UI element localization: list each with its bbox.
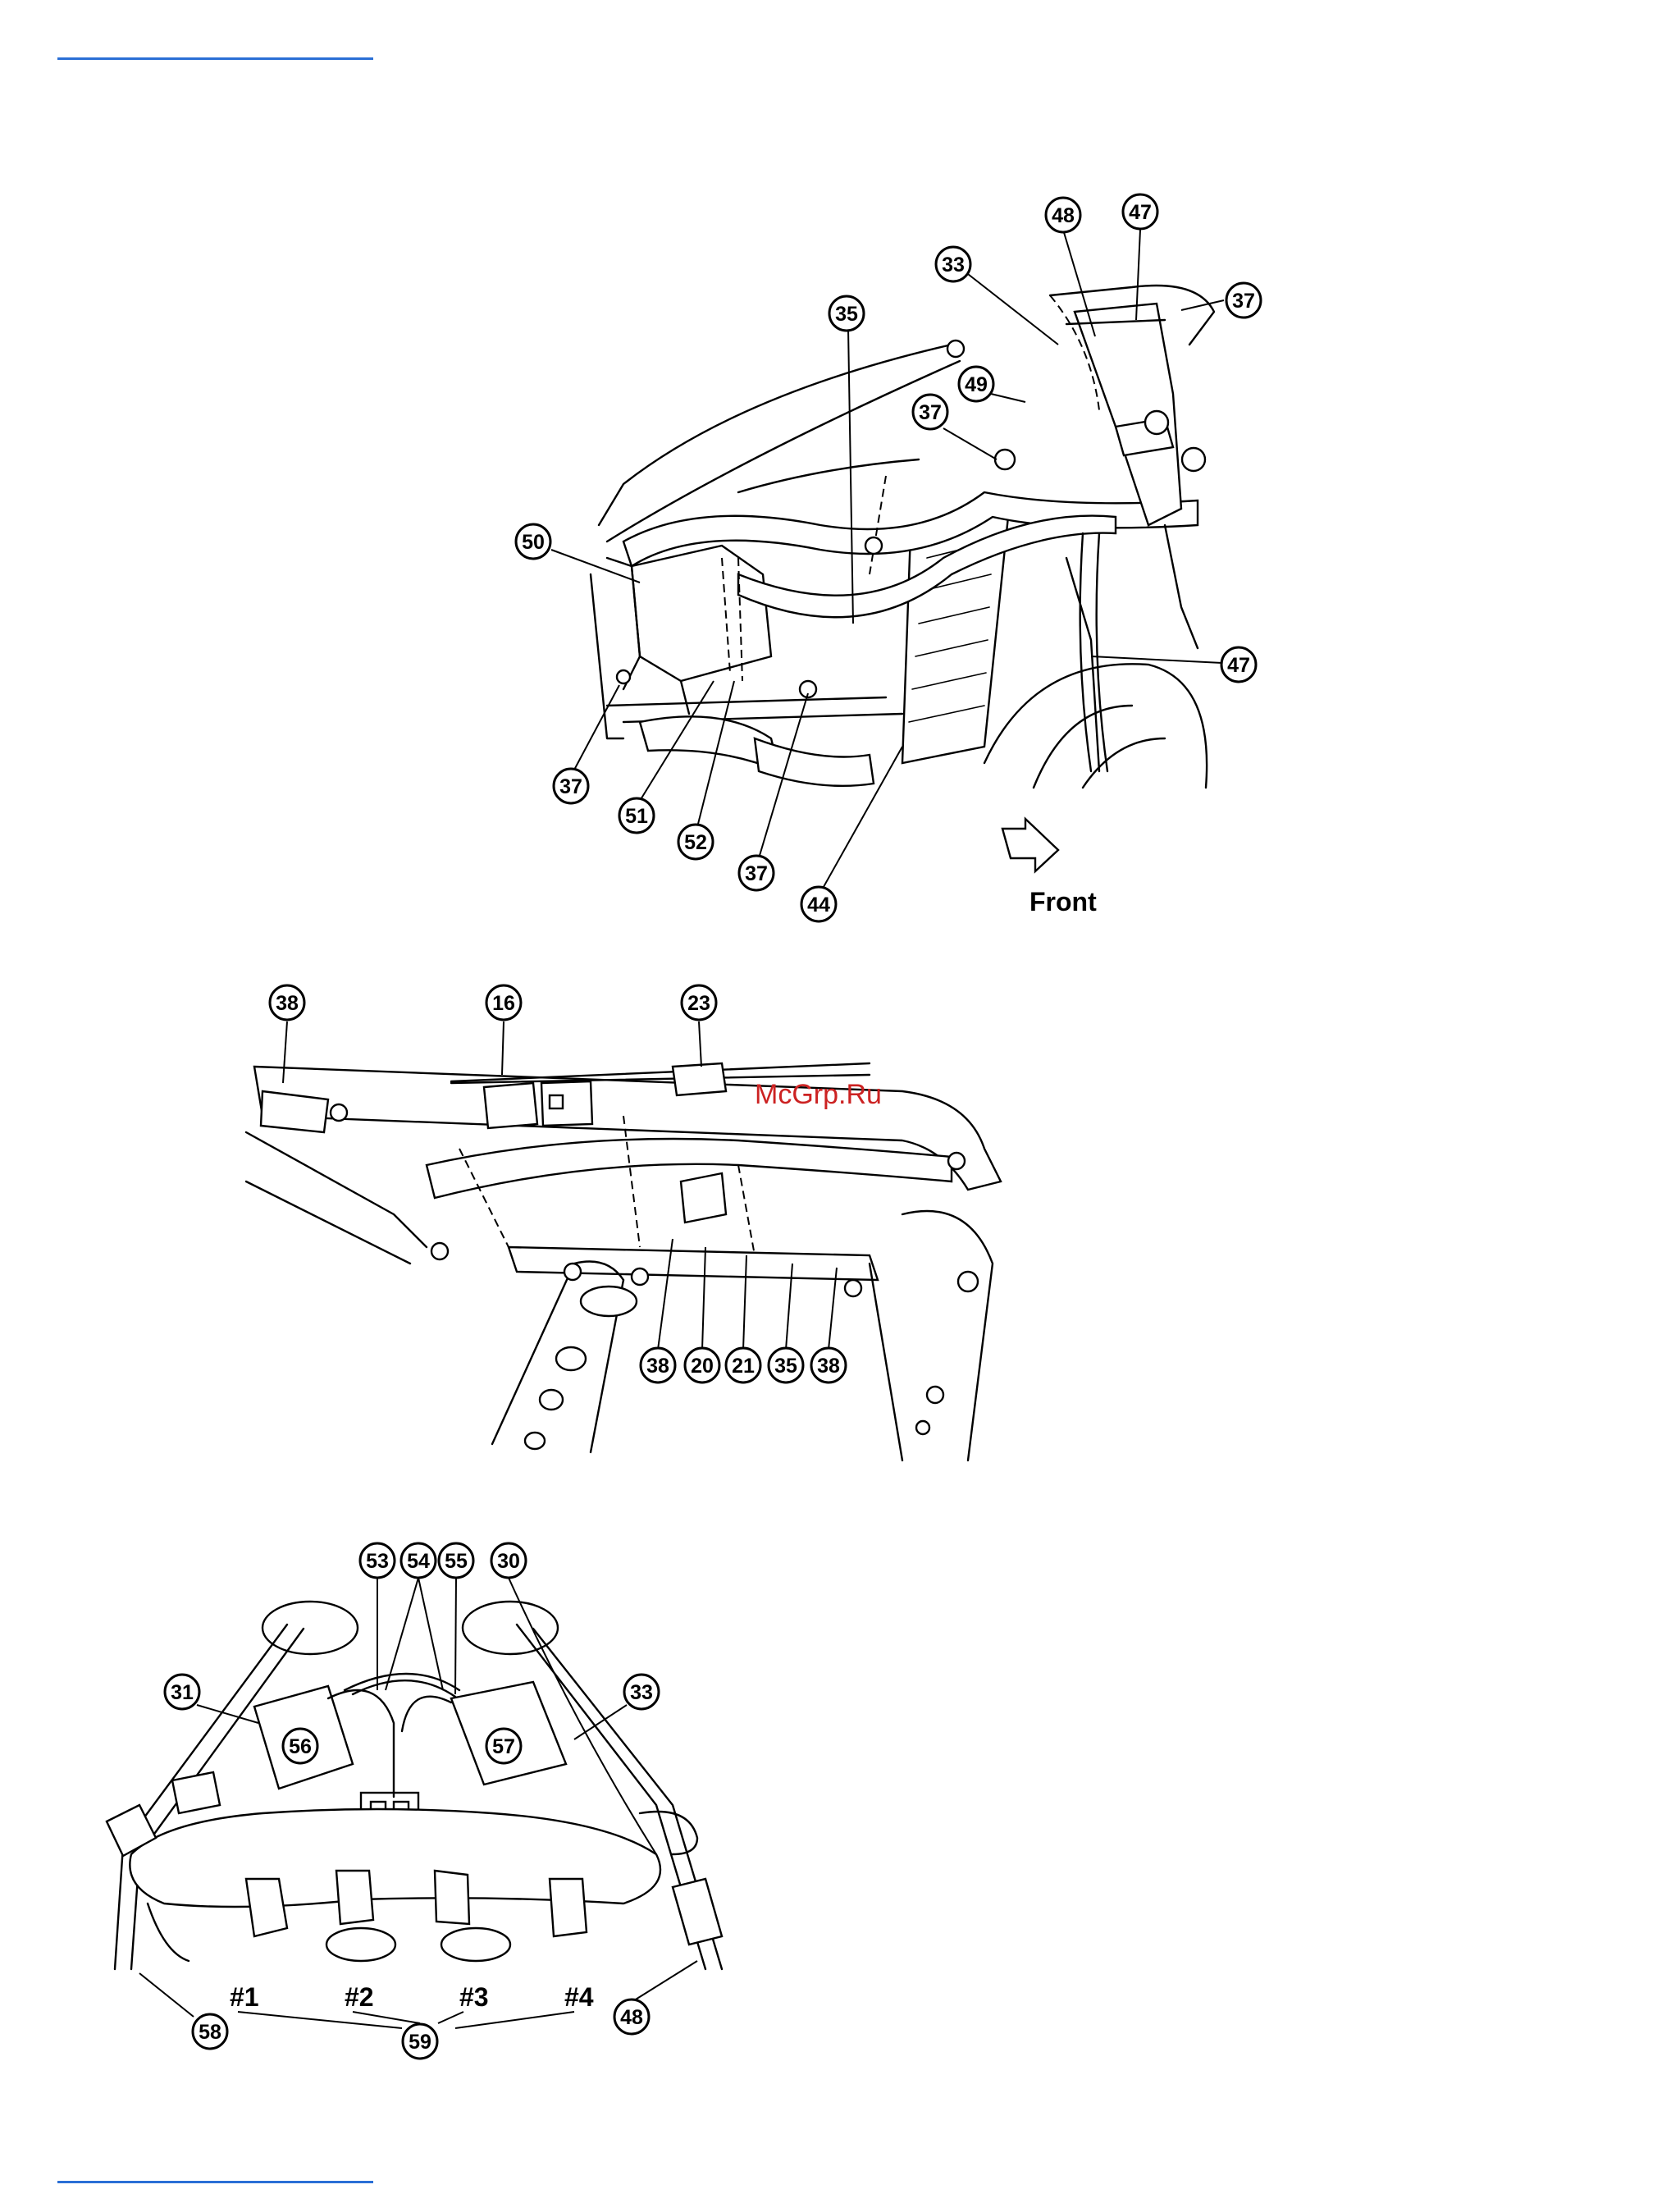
svg-text:37: 37 [919,401,942,424]
svg-text:31: 31 [171,1681,194,1704]
callout-20: 20 [685,1348,719,1382]
svg-text:38: 38 [817,1355,840,1378]
svg-text:35: 35 [835,303,858,326]
svg-text:53: 53 [366,1550,389,1573]
callout-38: 38 [641,1348,675,1382]
cylinder-label-4: #4 [564,1982,594,2012]
callout-56: 56 [283,1729,317,1763]
svg-text:49: 49 [965,373,988,396]
callout-48: 48 [614,1999,649,2034]
svg-text:33: 33 [942,254,965,276]
callout-38: 38 [270,985,304,1020]
callout-33: 33 [936,247,970,281]
callout-33: 33 [624,1675,659,1709]
callout-37: 37 [554,769,588,803]
svg-text:37: 37 [559,775,582,798]
callout-54: 54 [401,1543,436,1578]
upper-figure: Front 48 47 33 37 35 49 [516,194,1261,921]
callout-59: 59 [403,2024,437,2059]
svg-text:23: 23 [687,992,710,1015]
callout-35: 35 [769,1348,803,1382]
callout-37: 37 [739,856,774,890]
svg-text:56: 56 [289,1735,312,1758]
svg-text:16: 16 [492,992,515,1015]
callout-37: 37 [913,395,947,429]
cylinder-label-1: #1 [230,1982,259,2012]
svg-text:33: 33 [630,1681,653,1704]
callout-35: 35 [829,296,864,331]
svg-text:37: 37 [1232,290,1255,313]
callout-53: 53 [360,1543,395,1578]
callout-47: 47 [1123,194,1157,229]
svg-text:57: 57 [492,1735,515,1758]
callout-52: 52 [678,825,713,859]
front-arrow-icon [1002,819,1058,871]
svg-text:59: 59 [409,2031,431,2054]
svg-text:50: 50 [522,531,545,554]
svg-text:44: 44 [807,893,830,916]
callout-50: 50 [516,524,550,559]
svg-text:55: 55 [445,1550,468,1573]
svg-text:47: 47 [1129,201,1152,224]
callout-31: 31 [165,1675,199,1709]
svg-text:35: 35 [774,1355,797,1378]
svg-text:38: 38 [276,992,299,1015]
callout-30: 30 [491,1543,526,1578]
svg-text:48: 48 [620,2006,643,2029]
callout-49: 49 [959,367,993,401]
svg-text:58: 58 [199,2021,221,2044]
callout-23: 23 [682,985,716,1020]
callout-55: 55 [439,1543,473,1578]
svg-text:20: 20 [691,1355,714,1378]
watermark: McGrp.Ru [755,1079,882,1110]
svg-text:38: 38 [646,1355,669,1378]
callout-47: 47 [1221,647,1256,682]
svg-text:52: 52 [684,831,707,854]
front-label: Front [1029,887,1097,916]
callout-57: 57 [486,1729,521,1763]
callout-48: 48 [1046,198,1080,232]
callout-44: 44 [801,887,836,921]
callout-16: 16 [486,985,521,1020]
svg-text:54: 54 [407,1550,430,1573]
middle-figure: McGrp.Ru 38 16 23 38 20 21 35 [246,985,1001,1460]
callout-21: 21 [726,1348,760,1382]
cylinder-label-3: #3 [459,1982,489,2012]
lower-figure: #1 #2 #3 #4 53 54 55 30 31 [107,1543,722,2059]
callout-51: 51 [619,798,654,833]
callout-58: 58 [193,2014,227,2049]
svg-text:48: 48 [1052,204,1075,227]
svg-text:30: 30 [497,1550,520,1573]
cylinder-label-2: #2 [345,1982,374,2012]
callout-37: 37 [1226,283,1261,318]
callout-38: 38 [811,1348,846,1382]
svg-text:51: 51 [625,805,648,828]
svg-text:21: 21 [732,1355,755,1378]
svg-text:47: 47 [1227,654,1250,677]
svg-text:37: 37 [745,862,768,885]
